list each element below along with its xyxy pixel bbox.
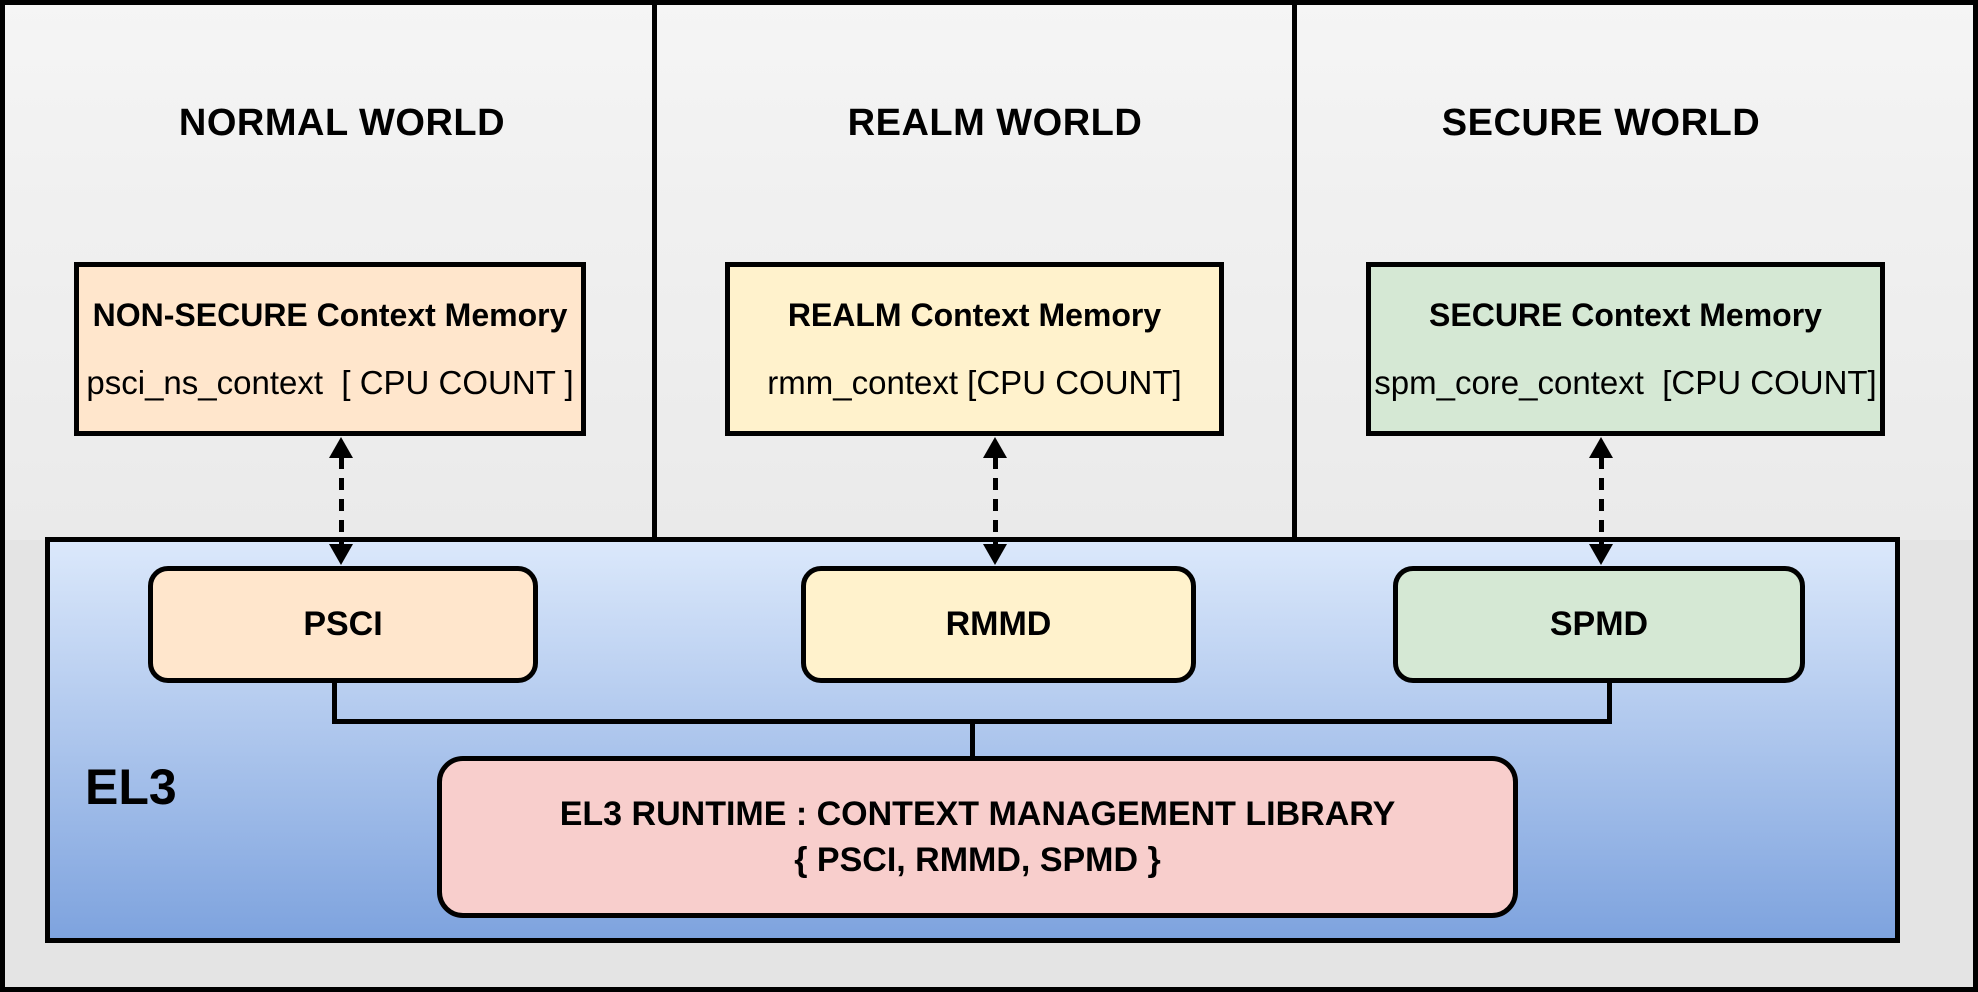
el3-runtime-library-box: EL3 RUNTIME : CONTEXT MANAGEMENT LIBRARY… (437, 756, 1518, 918)
realm-world-title: REALM WORLD (847, 102, 1143, 144)
arrow-down-icon (983, 544, 1007, 565)
rmmd-module-box: RMMD (801, 566, 1196, 683)
runtime-library-line2: { PSCI, RMMD, SPMD } (794, 841, 1161, 879)
psci-connector-line (332, 680, 337, 724)
dashed-line (339, 457, 344, 544)
divider-realm-secure (1292, 0, 1297, 540)
dashed-line (993, 457, 998, 544)
spmd-module-box: SPMD (1393, 566, 1805, 683)
secure-context-memory-box: SECURE Context Memory spm_core_context [… (1366, 262, 1885, 436)
psci-context-dashed-arrow (324, 436, 358, 566)
normal-world-title: NORMAL WORLD (178, 102, 506, 144)
spmd-context-dashed-arrow (1584, 436, 1618, 566)
non-secure-context-memory-box: NON-SECURE Context Memory psci_ns_contex… (74, 262, 586, 436)
secure-context-memory-heading: SECURE Context Memory (1429, 296, 1822, 333)
non-secure-context-memory-entry: psci_ns_context [ CPU COUNT ] (86, 363, 574, 401)
realm-context-memory-entry: rmm_context [CPU COUNT] (767, 363, 1182, 401)
rmmd-context-dashed-arrow (978, 436, 1012, 566)
non-secure-context-memory-heading: NON-SECURE Context Memory (92, 296, 568, 333)
dashed-line (1599, 457, 1604, 544)
divider-normal-realm (652, 0, 657, 540)
runtime-library-line1: EL3 RUNTIME : CONTEXT MANAGEMENT LIBRARY (559, 795, 1396, 833)
secure-context-memory-entry: spm_core_context [CPU COUNT] (1374, 363, 1877, 401)
runtime-connector-stub (970, 719, 975, 759)
arrow-up-icon (983, 437, 1007, 458)
secure-world-title: SECURE WORLD (1441, 102, 1761, 144)
realm-context-memory-box: REALM Context Memory rmm_context [CPU CO… (725, 262, 1224, 436)
realm-context-memory-heading: REALM Context Memory (787, 296, 1162, 333)
arrow-up-icon (1589, 437, 1613, 458)
spmd-connector-line (1607, 680, 1612, 724)
el3-label: EL3 (85, 759, 177, 815)
arrow-down-icon (1589, 544, 1613, 565)
arrow-up-icon (329, 437, 353, 458)
psci-module-box: PSCI (148, 566, 538, 683)
arrow-down-icon (329, 544, 353, 565)
